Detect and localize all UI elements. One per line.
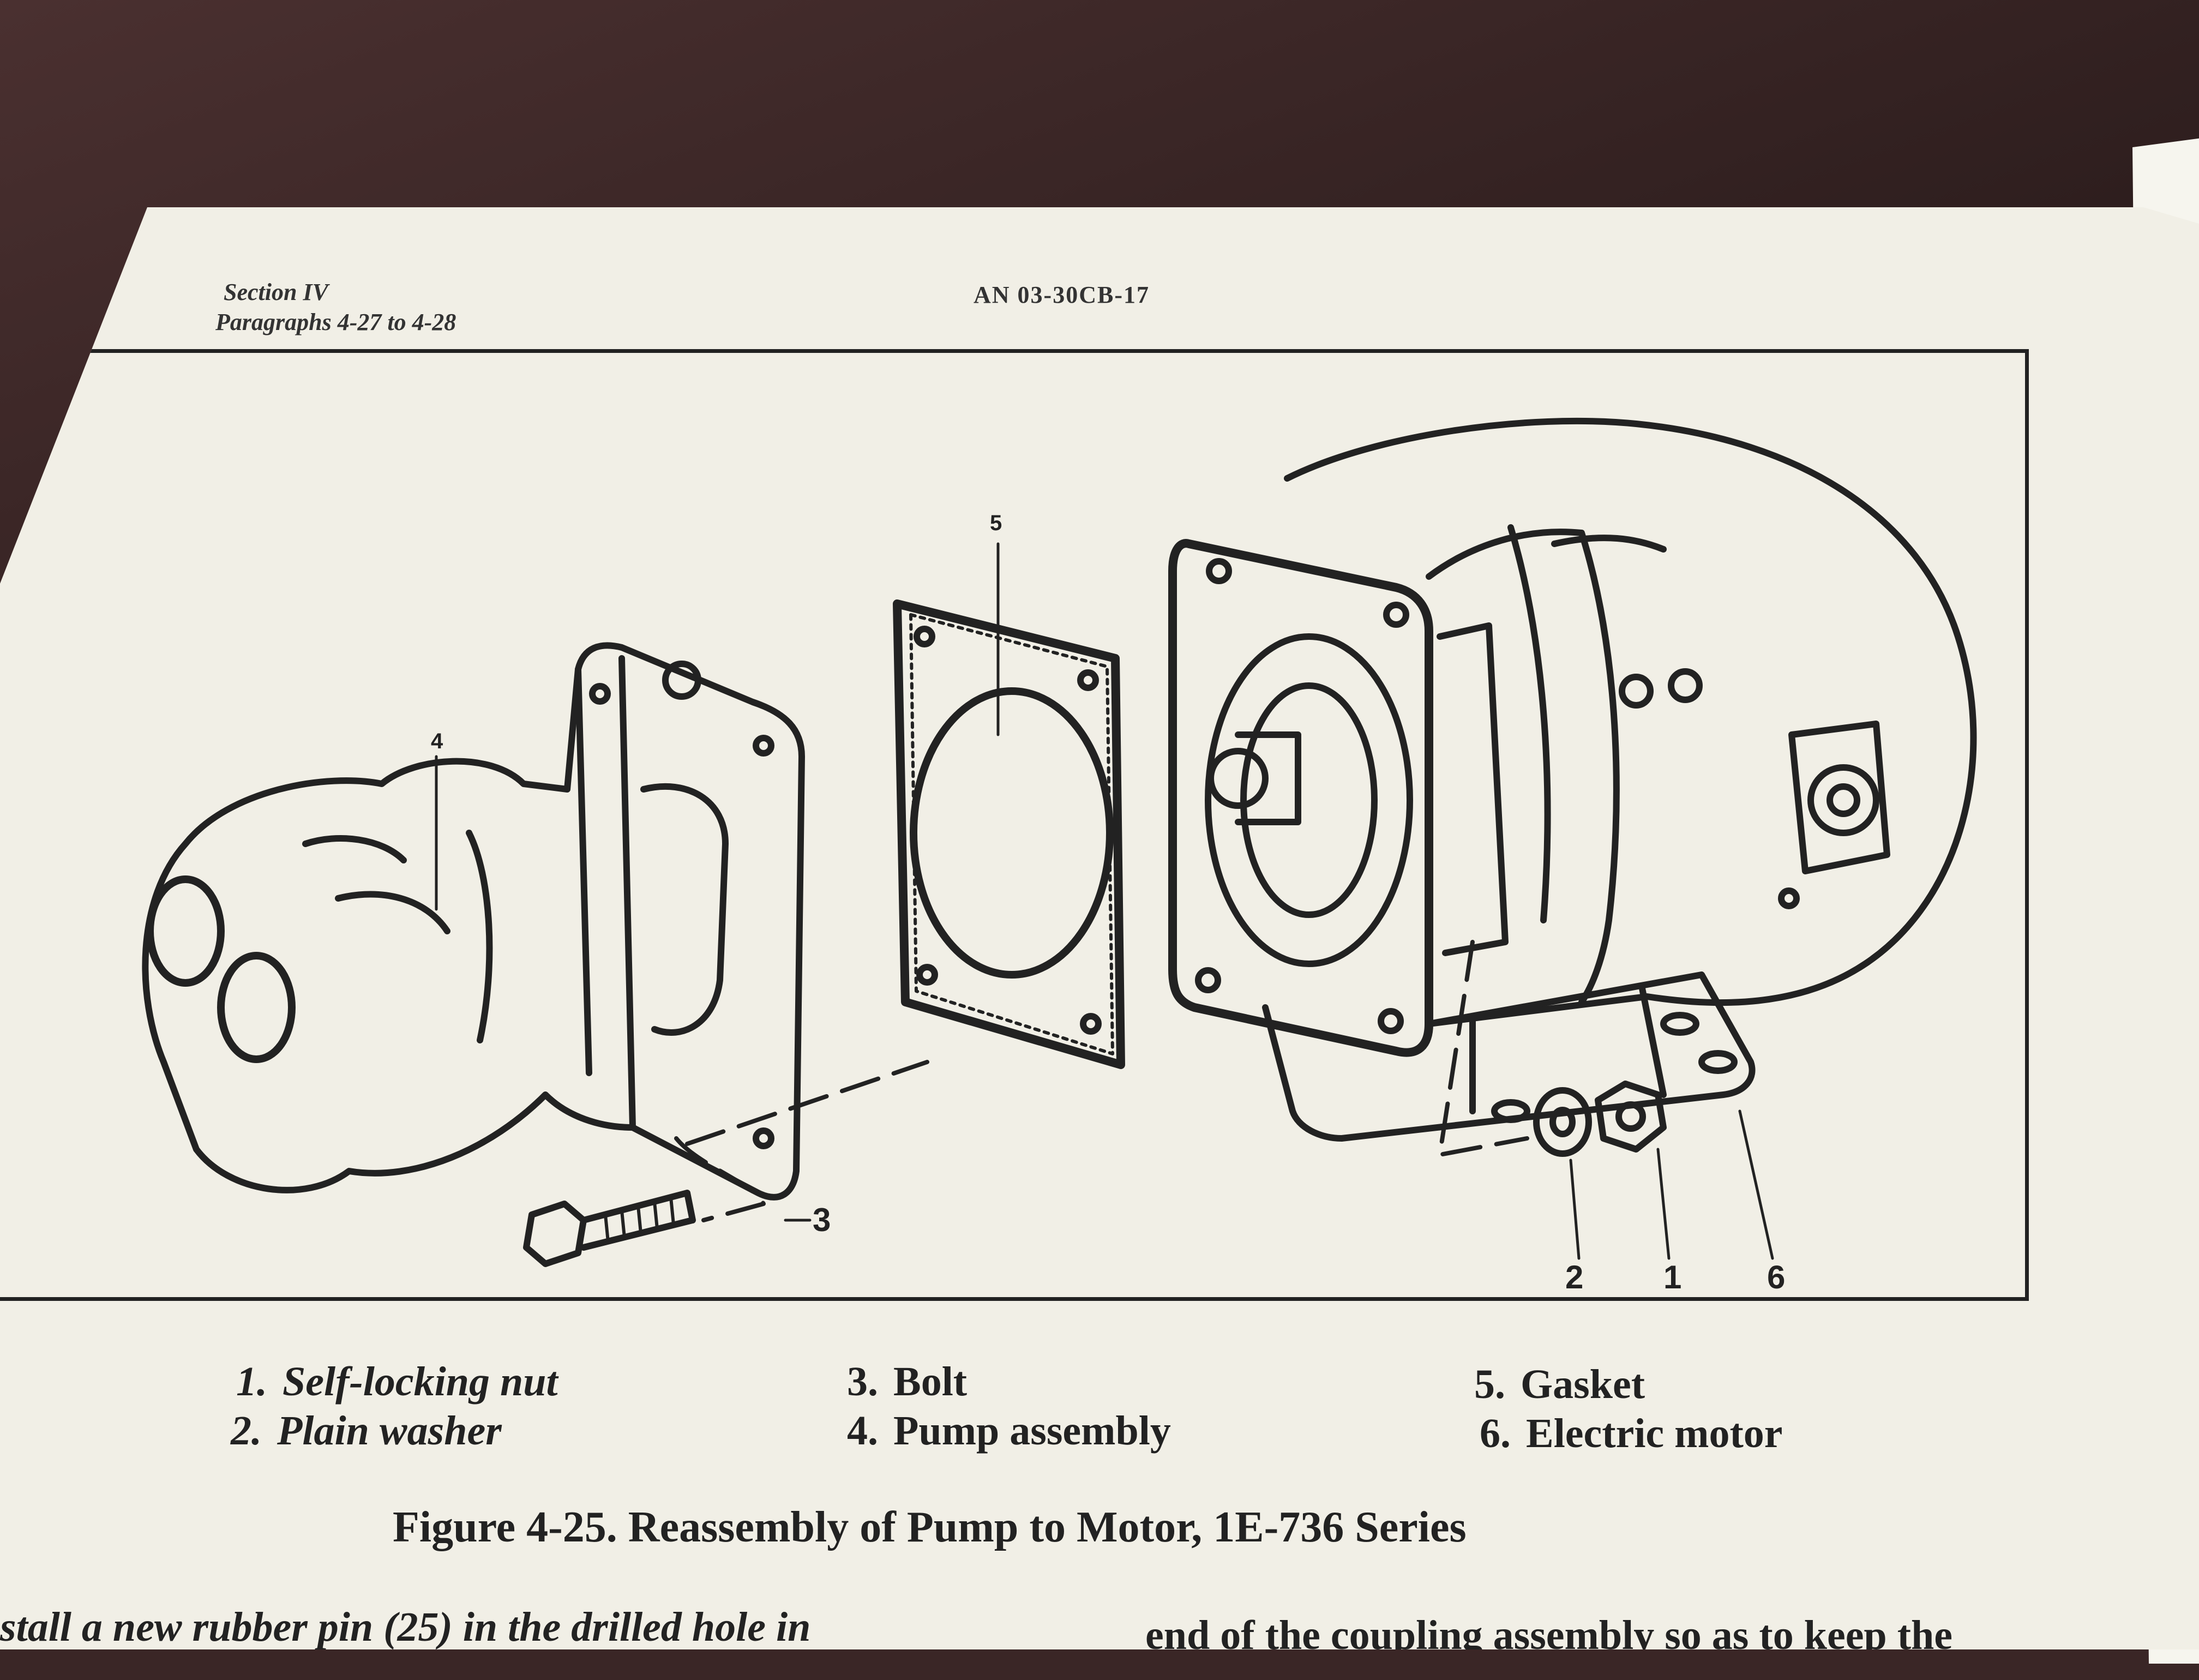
legend-item-6: 6.Electric motor	[1480, 1411, 1783, 1456]
callout-4: 4	[431, 729, 443, 753]
callout-1: 1	[1663, 1259, 1682, 1295]
alignment-lines	[674, 940, 1529, 1222]
figure-caption: Figure 4-25. Reassembly of Pump to Motor…	[393, 1503, 1467, 1551]
leader-lines	[435, 542, 1774, 1260]
washer-and-nut-illustration	[1533, 1081, 1667, 1157]
gasket-illustration	[893, 599, 1125, 1069]
legend-item-2: 2.Plain washer	[231, 1408, 502, 1454]
document-number: AN 03-30CB-17	[974, 281, 1150, 308]
legend-item-4: 4.Pump assembly	[847, 1408, 1171, 1454]
exploded-view-drawing	[142, 417, 1977, 1267]
callout-6: 6	[1767, 1259, 1786, 1295]
electric-motor-illustration	[1168, 417, 1977, 1142]
manual-page: Section IV Paragraphs 4-27 to 4-28 AN 03…	[0, 207, 2199, 1658]
figure-frame: 4 5 3 2 1 6	[0, 349, 2029, 1301]
legend-item-1: 1.Self-locking nut	[236, 1359, 558, 1405]
bolt-illustration	[523, 1190, 696, 1267]
callout-3: 3	[813, 1202, 831, 1238]
callout-5: 5	[990, 511, 1002, 535]
pump-assembly-illustration	[142, 642, 805, 1201]
section-label: Section IV	[224, 279, 328, 305]
legend-item-5: 5.Gasket	[1474, 1361, 1645, 1407]
callout-2: 2	[1565, 1259, 1584, 1295]
paragraphs-label: Paragraphs 4-27 to 4-28	[215, 309, 456, 335]
legend-item-3: 3.Bolt	[847, 1359, 968, 1405]
body-text-right: end of the coupling assembly so as to ke…	[1145, 1612, 1952, 1658]
body-text-left: stall a new rubber pin (25) in the drill…	[0, 1604, 811, 1650]
